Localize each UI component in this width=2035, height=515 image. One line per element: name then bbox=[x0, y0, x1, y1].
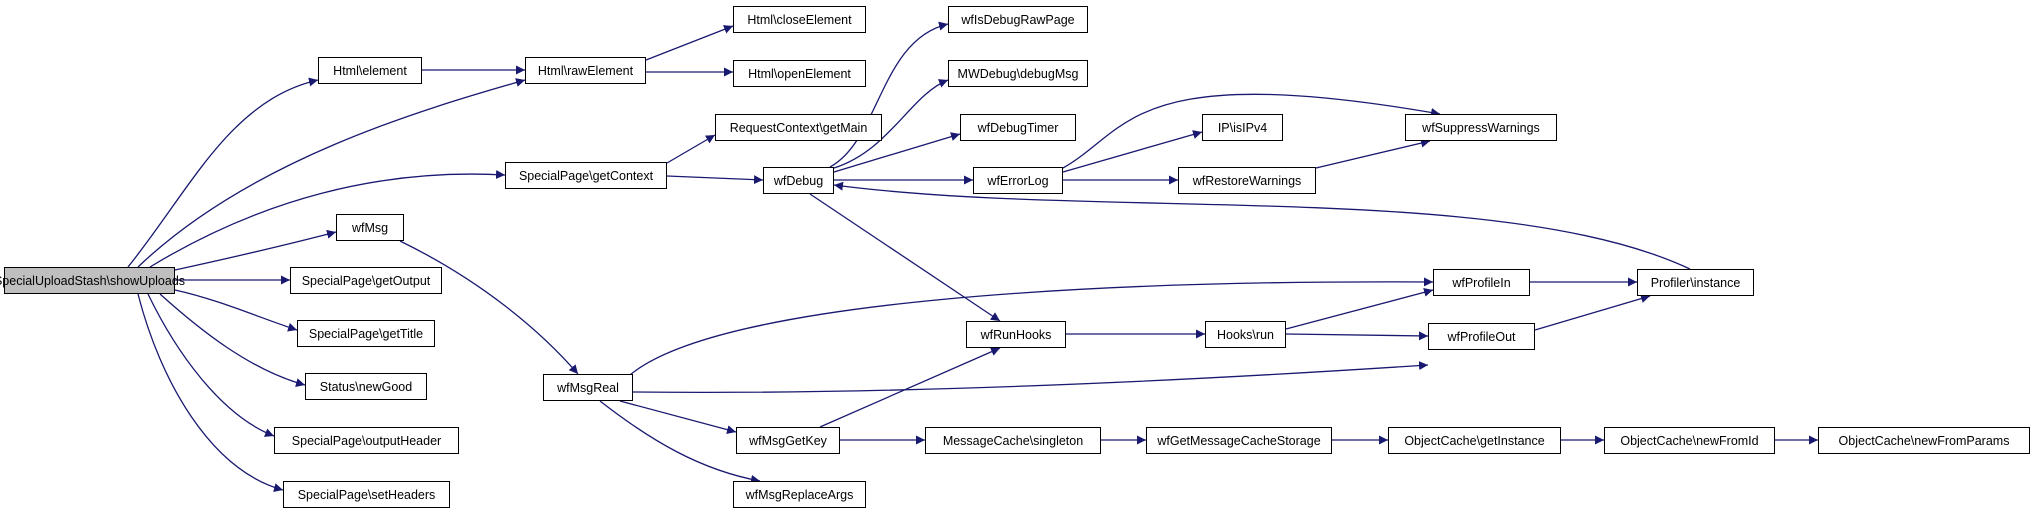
edge-hooks_run-to-wfProfileOut bbox=[1285, 331, 1429, 341]
node-request-context-get-main[interactable]: RequestContext\getMain bbox=[715, 114, 882, 141]
edge-wfMsg-to-wfMsgReal bbox=[399, 240, 579, 375]
node-special-page-output-header[interactable]: SpecialPage\outputHeader bbox=[274, 427, 459, 454]
edge-root-to-html_element bbox=[127, 77, 319, 268]
node-wf-error-log[interactable]: wfErrorLog bbox=[973, 167, 1063, 194]
node-html-close-element[interactable]: Html\closeElement bbox=[733, 6, 866, 33]
edge-wfDebug-to-wfIsDebugRawPage bbox=[829, 21, 949, 168]
edge-root-to-sp_setHeaders bbox=[137, 293, 284, 492]
edge-hooks_run-to-wfProfileIn bbox=[1285, 287, 1434, 330]
node-object-cache-new-from-params[interactable]: ObjectCache\newFromParams bbox=[1818, 427, 2030, 454]
edge-profiler_instance-to-wfDebug bbox=[833, 181, 1691, 270]
node-special-page-set-headers[interactable]: SpecialPage\setHeaders bbox=[283, 481, 450, 508]
node-wf-debug[interactable]: wfDebug bbox=[763, 167, 834, 194]
node-special-page-get-output[interactable]: SpecialPage\getOutput bbox=[290, 267, 442, 294]
node-wf-suppress-warnings[interactable]: wfSuppressWarnings bbox=[1405, 114, 1557, 141]
node-html-raw-element[interactable]: Html\rawElement bbox=[525, 57, 646, 84]
node-wf-run-hooks[interactable]: wfRunHooks bbox=[966, 321, 1066, 348]
node-ip-is-ipv4[interactable]: IP\isIPv4 bbox=[1202, 114, 1283, 141]
edge-wfErrorLog-to-wfSuppressWarnings bbox=[1062, 93, 1441, 169]
edge-wfErrorLog-to-ip_isIPv4 bbox=[1062, 130, 1203, 173]
edge-root-to-html_rawElement bbox=[137, 78, 526, 268]
node-wf-msg-replace-args[interactable]: wfMsgReplaceArgs bbox=[733, 481, 866, 508]
edge-wfMsgReal-to-wfProfileIn bbox=[629, 277, 1434, 376]
node-wf-profile-in[interactable]: wfProfileIn bbox=[1433, 269, 1530, 296]
node-wf-msg-get-key[interactable]: wfMsgGetKey bbox=[736, 427, 840, 454]
node-wf-restore-warnings[interactable]: wfRestoreWarnings bbox=[1178, 167, 1316, 194]
edge-root-to-sp_outputHeader bbox=[147, 293, 275, 437]
edge-root-to-sp_getContext bbox=[149, 170, 506, 268]
edge-wfMsgGetKey-to-wfRunHooks bbox=[819, 347, 1001, 428]
node-message-cache-singleton[interactable]: MessageCache\singleton bbox=[925, 427, 1101, 454]
node-wf-msg[interactable]: wfMsg bbox=[336, 214, 404, 241]
node-wf-msg-real[interactable]: wfMsgReal bbox=[543, 374, 633, 401]
node-wf-is-debug-raw-page[interactable]: wfIsDebugRawPage bbox=[948, 6, 1088, 33]
edge-root-to-status_newGood bbox=[159, 293, 306, 387]
edge-wfProfileOut-to-profiler_instance bbox=[1534, 294, 1651, 331]
node-wf-get-message-cache-storage[interactable]: wfGetMessageCacheStorage bbox=[1146, 427, 1332, 454]
node-special-page-get-title[interactable]: SpecialPage\getTitle bbox=[297, 320, 435, 347]
edge-sp_getContext-to-rc_getMain bbox=[666, 134, 716, 164]
edge-html_rawElement-to-html_closeElement bbox=[645, 25, 734, 61]
edge-wfMsgReal-to-wfProfileOut bbox=[632, 361, 1429, 394]
node-profiler-instance[interactable]: Profiler\instance bbox=[1637, 269, 1754, 296]
edge-sp_getContext-to-wfDebug bbox=[666, 175, 764, 185]
edge-wfRestoreWarnings-to-wfSuppressWarnings bbox=[1315, 138, 1431, 169]
node-mw-debug-debug-msg[interactable]: MWDebug\debugMsg bbox=[948, 60, 1088, 87]
node-object-cache-get-instance[interactable]: ObjectCache\getInstance bbox=[1388, 427, 1561, 454]
node-special-upload-stash-show-uploads: SpecialUploadStash\showUploads bbox=[0, 267, 185, 294]
node-status-new-good[interactable]: Status\newGood bbox=[305, 373, 427, 400]
node-wf-debug-timer[interactable]: wfDebugTimer bbox=[960, 114, 1076, 141]
node-special-page-get-context[interactable]: SpecialPage\getContext bbox=[505, 162, 667, 189]
node-wf-profile-out[interactable]: wfProfileOut bbox=[1428, 323, 1535, 350]
edge-wfMsgReal-to-wfMsgReplaceArgs bbox=[599, 400, 761, 484]
edge-wfDebug-to-wfDebugTimer bbox=[833, 132, 961, 173]
node-hooks-run[interactable]: Hooks\run bbox=[1205, 321, 1286, 348]
node-html-element[interactable]: Html\element bbox=[318, 57, 422, 84]
node-object-cache-new-from-id[interactable]: ObjectCache\newFromId bbox=[1604, 427, 1775, 454]
edge-wfMsgReal-to-wfMsgGetKey bbox=[619, 400, 737, 435]
edge-root-to-wfMsg bbox=[174, 229, 337, 271]
edge-wfDebug-to-wfRunHooks bbox=[809, 193, 1001, 322]
edge-wfDebug-to-mwDebug_debugMsg bbox=[833, 79, 949, 169]
edge-root-to-sp_getTitle bbox=[174, 289, 298, 332]
node-html-open-element[interactable]: Html\openElement bbox=[733, 60, 866, 87]
